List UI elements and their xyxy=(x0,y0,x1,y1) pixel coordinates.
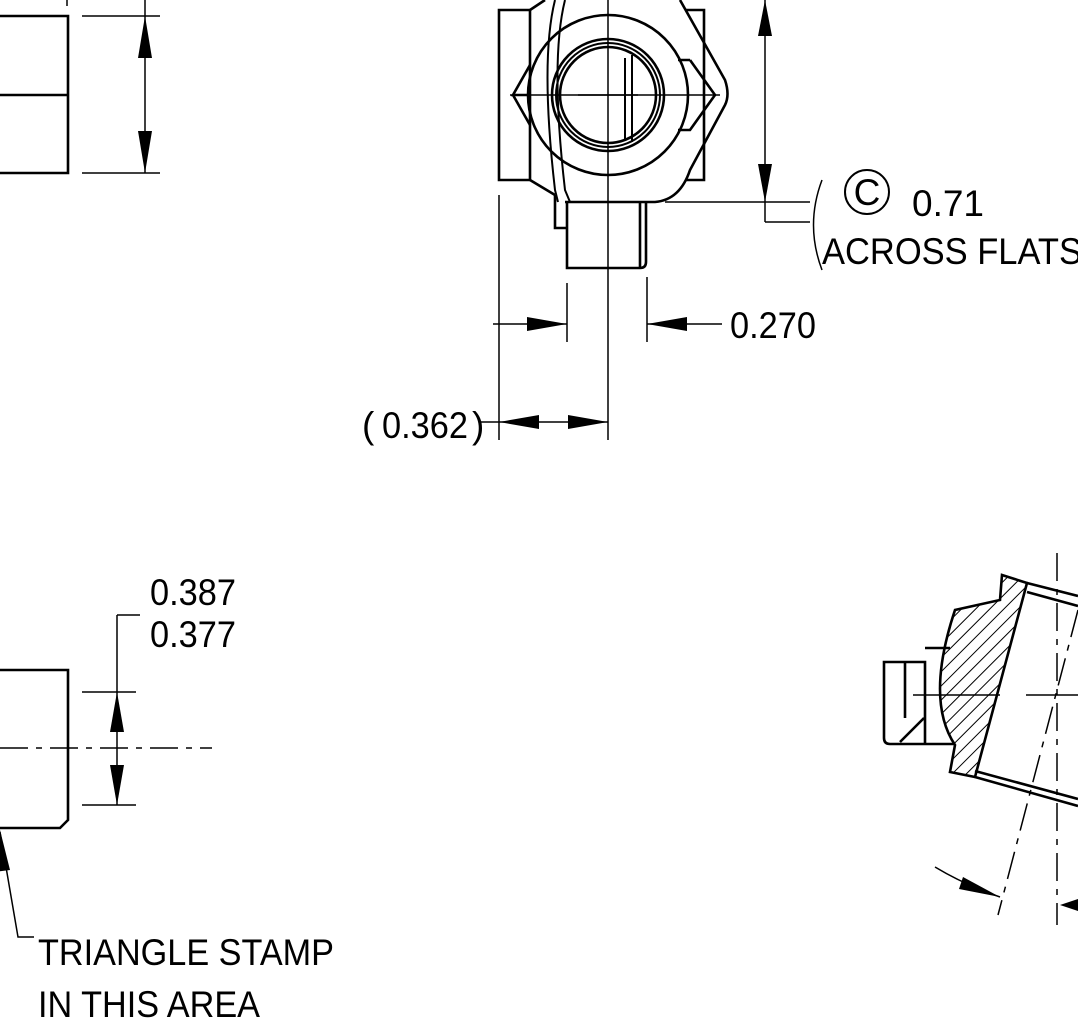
front-view-fitting xyxy=(497,0,729,440)
side-view-top-left xyxy=(0,0,160,175)
offset-open-paren: ( xyxy=(362,405,375,446)
thickness-max: 0.387 xyxy=(150,572,236,613)
dimension-across-flats: C 0.71 ACROSS FLATS xyxy=(665,0,1078,272)
stamp-note-line1: TRIANGLE STAMP xyxy=(38,932,334,973)
side-view-bottom-left: 0.387 0.377 TRIANGLE STAMP IN THIS AREA xyxy=(0,572,334,1021)
section-view xyxy=(882,553,1078,925)
datum-c-circle-icon xyxy=(844,169,890,215)
tab-width-value: 0.270 xyxy=(730,305,816,346)
across-flats-value: 0.71 xyxy=(912,183,984,224)
thickness-min: 0.377 xyxy=(150,614,236,655)
dimension-offset: ( 0.362 ) xyxy=(362,195,608,446)
offset-value: 0.362 xyxy=(382,405,468,446)
datum-c-label: C xyxy=(854,172,881,213)
offset-close-paren: ) xyxy=(472,405,484,446)
across-flats-label: ACROSS FLATS xyxy=(822,231,1078,272)
dimension-tab-width: 0.270 xyxy=(493,277,816,346)
stamp-note-line2: IN THIS AREA xyxy=(38,984,260,1021)
